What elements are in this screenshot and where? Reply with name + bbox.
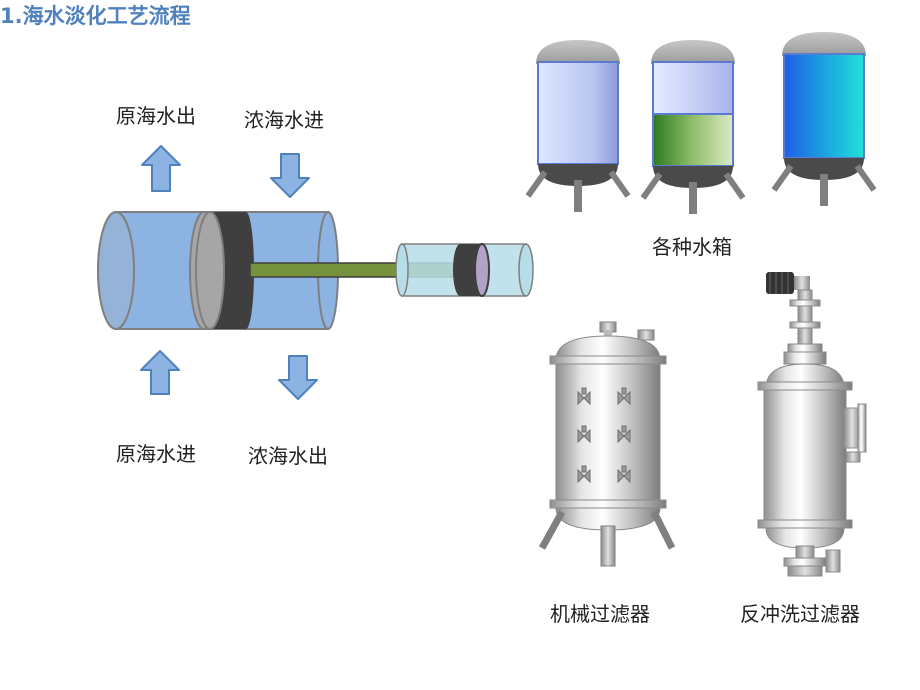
valve-icon (577, 425, 591, 444)
arrow-down-brine-in (270, 153, 310, 198)
backwash-filter (757, 272, 867, 577)
valve-icon (617, 387, 631, 406)
arrow-up-raw-out (141, 145, 181, 192)
piston-face (238, 212, 254, 329)
label-raw-seawater-in: 原海水进 (116, 442, 196, 466)
mechanical-filter (538, 321, 676, 567)
valve-icon (617, 465, 631, 484)
tank-3 (771, 32, 877, 206)
arrow-up-raw-in (140, 350, 180, 395)
pressure-exchanger (97, 211, 534, 330)
valve-icon (577, 387, 591, 406)
arrow-down-brine-out (278, 355, 318, 400)
page-title: 1.海水淡化工艺流程 (0, 4, 191, 28)
label-brine-out: 浓海水出 (248, 444, 328, 468)
label-water-tanks: 各种水箱 (652, 235, 732, 259)
main-cylinder-left-cap (97, 211, 135, 330)
valve-icon (617, 425, 631, 444)
tank-2 (640, 40, 746, 214)
label-mechanical-filter: 机械过滤器 (550, 602, 650, 626)
label-brine-in: 浓海水进 (244, 108, 324, 132)
label-backwash-filter: 反冲洗过滤器 (740, 602, 860, 626)
label-raw-seawater-out: 原海水出 (116, 104, 196, 128)
tank-1 (525, 40, 631, 212)
valve-icon (577, 465, 591, 484)
